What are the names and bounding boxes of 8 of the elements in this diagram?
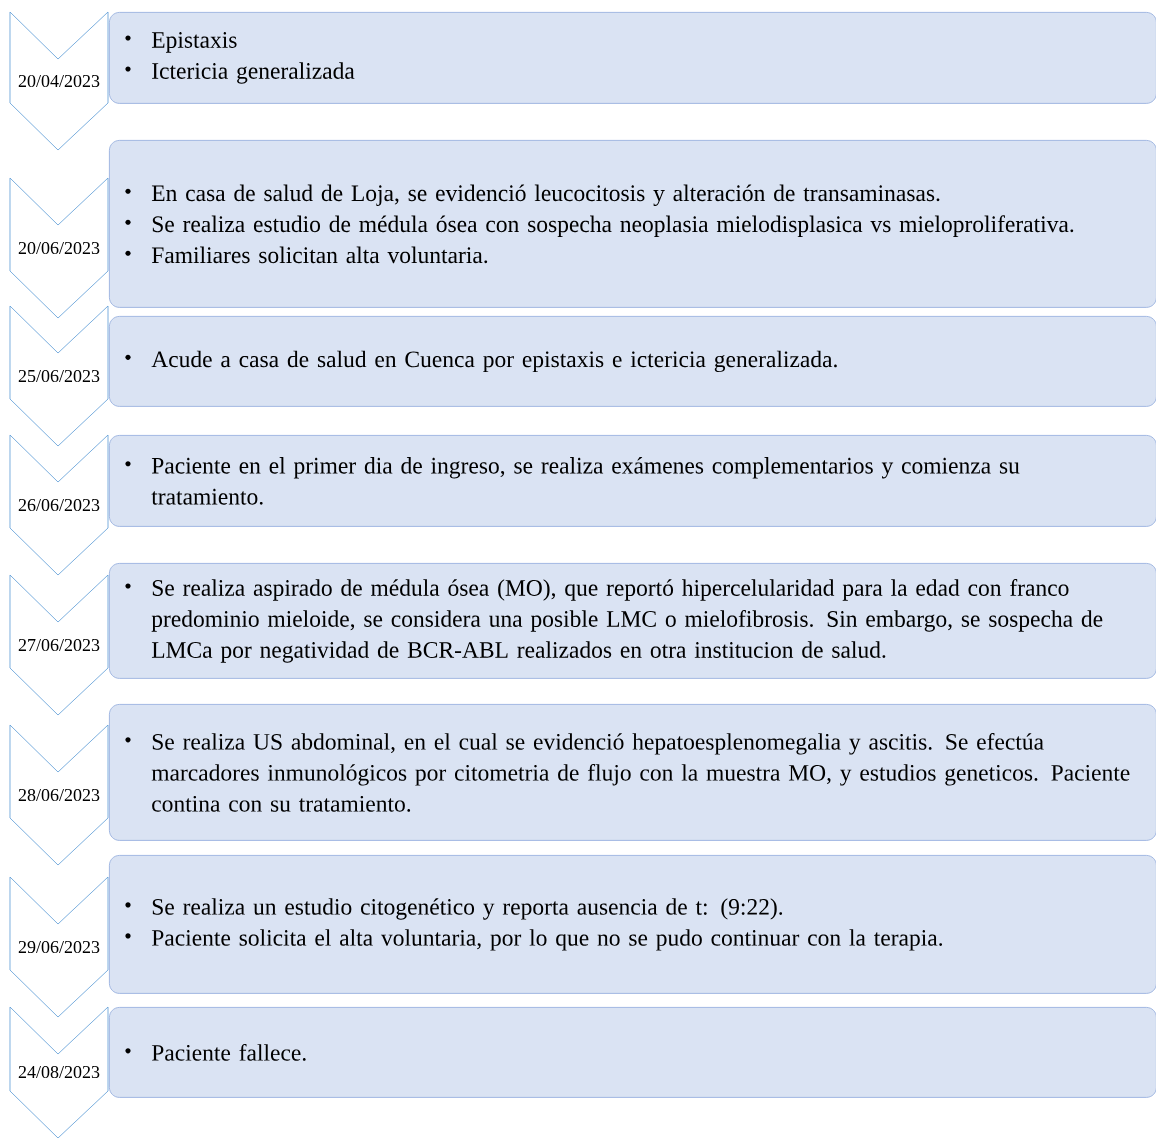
event-box: Paciente en el primer dia de ingreso, se realiza exámenes complementarios y comienza su tratamiento. — [109, 435, 1156, 527]
event-box: Acude a casa de salud en Cuenca por epistaxis e ictericia generalizada. — [109, 316, 1156, 407]
event-box: Se realiza US abdominal, en el cual se evidenció hepatoesplenomegalia y ascitis. Se efectúa marcadores inmunológicos por citometria de flujo con la muestra MO, y estudios geneticos. Paciente contina con su tratamiento. — [109, 704, 1156, 841]
event-box: Epistaxis Ictericia generalizada — [109, 12, 1156, 104]
event-box: En casa de salud de Loja, se evidenció leucocitosis y alteración de transaminasas. Se realiza estudio de médula ósea con sospecha neoplasia mielodisplasica vs mieloproliferativa. Familiares solicitan alta voluntaria. — [109, 140, 1156, 308]
event-box: Paciente fallece. — [109, 1007, 1156, 1098]
event-box: Se realiza un estudio citogenético y reporta ausencia de t: (9:22). Paciente solicita el alta voluntaria, por lo que no se pudo continuar con la terapia. — [109, 855, 1156, 994]
event-box: Se realiza aspirado de médula ósea (MO), que reportó hipercelularidad para la edad con franco predominio mieloide, se considera una posible LMC o mielofibrosis. Sin embargo, se sospecha de LMCa por negatividad de BCR-ABL realizados en otra institucion de salud. — [109, 563, 1156, 679]
